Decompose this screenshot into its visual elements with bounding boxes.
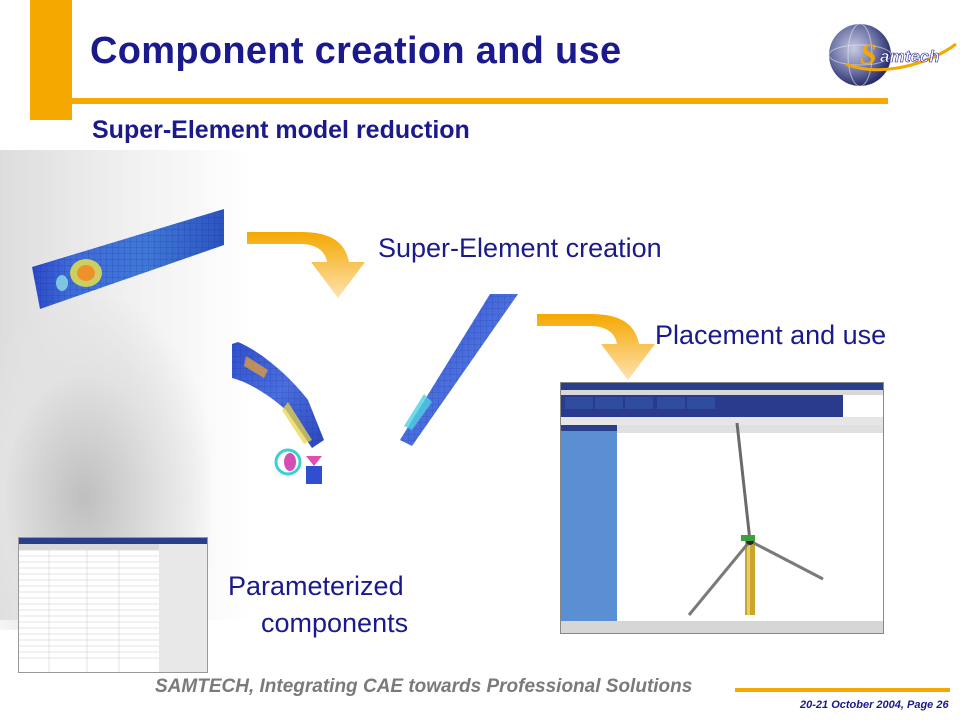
parameterized-components-label: Parameterized components bbox=[228, 568, 408, 642]
curved-arrow-1 bbox=[247, 232, 365, 298]
parameterized-line1: Parameterized bbox=[228, 571, 404, 601]
footer-brand-text: SAMTECH, Integrating CAE towards Profess… bbox=[155, 676, 693, 697]
footer-accent-line bbox=[735, 688, 950, 692]
curved-arrow-2 bbox=[537, 314, 655, 380]
samcef-field-screenshot bbox=[560, 382, 884, 634]
parameter-table-screenshot bbox=[18, 537, 208, 673]
footer-date: 20-21 October 2004, Page 26 bbox=[800, 699, 949, 711]
super-element-creation-label: Super-Element creation bbox=[378, 233, 662, 263]
slide-subtitle: Super-Element model reduction bbox=[92, 116, 470, 144]
samtech-logo: S amtech bbox=[828, 23, 957, 87]
title-underline bbox=[30, 98, 888, 104]
slide-title: Component creation and use bbox=[90, 30, 622, 72]
placement-and-use-label: Placement and use bbox=[655, 320, 887, 350]
svg-text:amtech: amtech bbox=[880, 47, 940, 66]
blade-mesh-image bbox=[32, 209, 224, 309]
super-element-model-image bbox=[232, 294, 518, 484]
parameterized-line2: components bbox=[261, 608, 409, 638]
svg-text:S: S bbox=[860, 38, 877, 71]
